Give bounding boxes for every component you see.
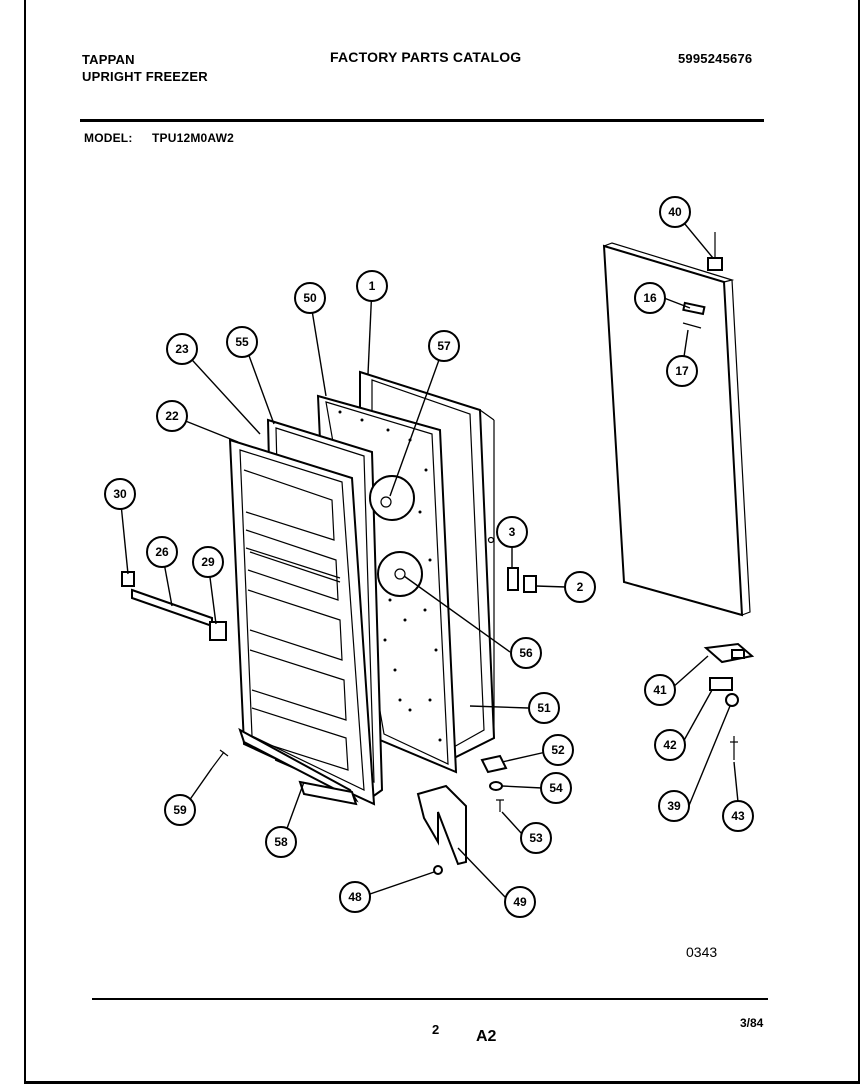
inner-door-liner (228, 438, 376, 806)
callout-3: 3 (496, 516, 528, 548)
svg-text:23: 23 (175, 342, 189, 356)
product-label: UPRIGHT FREEZER (82, 69, 208, 84)
callout-16: 16 (634, 282, 666, 314)
svg-text:49: 49 (513, 895, 527, 909)
callout-56: 56 (510, 637, 542, 669)
callout-30: 30 (104, 478, 136, 510)
catalog-number: 5995245676 (678, 51, 753, 66)
callout-22: 22 (156, 400, 188, 432)
header-rule (80, 119, 764, 122)
callout-41: 41 (644, 674, 676, 706)
small-hardware (480, 567, 537, 812)
svg-text:48: 48 (348, 890, 362, 904)
callout-55: 55 (226, 326, 258, 358)
svg-text:42: 42 (663, 738, 677, 752)
callout-23: 23 (166, 333, 198, 365)
revision-date: 3/84 (740, 1016, 764, 1030)
svg-text:59: 59 (173, 803, 187, 817)
svg-text:53: 53 (529, 831, 543, 845)
svg-text:43: 43 (731, 809, 745, 823)
svg-text:51: 51 (537, 701, 551, 715)
callout-58: 58 (265, 826, 297, 858)
section-code: A2 (476, 1028, 497, 1045)
screw-59 (211, 749, 229, 769)
callout-53: 53 (520, 822, 552, 854)
hinge-assembly (703, 642, 755, 760)
callout-52: 52 (542, 734, 574, 766)
outer-door-panel (602, 232, 751, 617)
callout-57: 57 (428, 330, 460, 362)
svg-text:3: 3 (509, 525, 516, 539)
svg-text:52: 52 (551, 743, 565, 757)
callout-54: 54 (540, 772, 572, 804)
bottom-bracket (416, 784, 467, 875)
callout-2: 2 (564, 571, 596, 603)
svg-text:50: 50 (303, 291, 317, 305)
callout-39: 39 (658, 790, 690, 822)
svg-text:22: 22 (165, 409, 179, 423)
cam-discs (369, 475, 423, 597)
footer-rule (92, 998, 768, 1000)
callout-51: 51 (528, 692, 560, 724)
callout-50: 50 (294, 282, 326, 314)
catalog-title: FACTORY PARTS CATALOG (330, 49, 522, 65)
svg-text:57: 57 (437, 339, 451, 353)
svg-text:40: 40 (668, 205, 682, 219)
svg-text:1: 1 (369, 279, 376, 293)
svg-text:26: 26 (155, 545, 169, 559)
page-frame (24, 0, 860, 1084)
callout-49: 49 (504, 886, 536, 918)
callout-48: 48 (339, 881, 371, 913)
callout-40: 40 (659, 196, 691, 228)
model-label: MODEL: (84, 131, 133, 145)
svg-text:2: 2 (577, 580, 584, 594)
page-number: 2 (432, 1022, 440, 1037)
callout-43: 43 (722, 800, 754, 832)
svg-text:56: 56 (519, 646, 533, 660)
svg-text:30: 30 (113, 487, 127, 501)
svg-text:54: 54 (549, 781, 563, 795)
svg-text:58: 58 (274, 835, 288, 849)
svg-text:41: 41 (653, 683, 667, 697)
model-value: TPU12M0AW2 (152, 131, 235, 145)
svg-text:29: 29 (201, 555, 215, 569)
svg-text:55: 55 (235, 335, 249, 349)
callout-42: 42 (654, 729, 686, 761)
callout-59: 59 (164, 794, 196, 826)
svg-text:39: 39 (667, 799, 681, 813)
brand-label: TAPPAN (82, 52, 135, 67)
shelf-rail (121, 571, 227, 641)
svg-text:17: 17 (675, 364, 689, 378)
callout-29: 29 (192, 546, 224, 578)
callout-26: 26 (146, 536, 178, 568)
callout-17: 17 (666, 355, 698, 387)
bottom-trim (238, 727, 359, 806)
svg-text:16: 16 (643, 291, 657, 305)
callout-1: 1 (356, 270, 388, 302)
figure-code: 0343 (686, 944, 718, 960)
